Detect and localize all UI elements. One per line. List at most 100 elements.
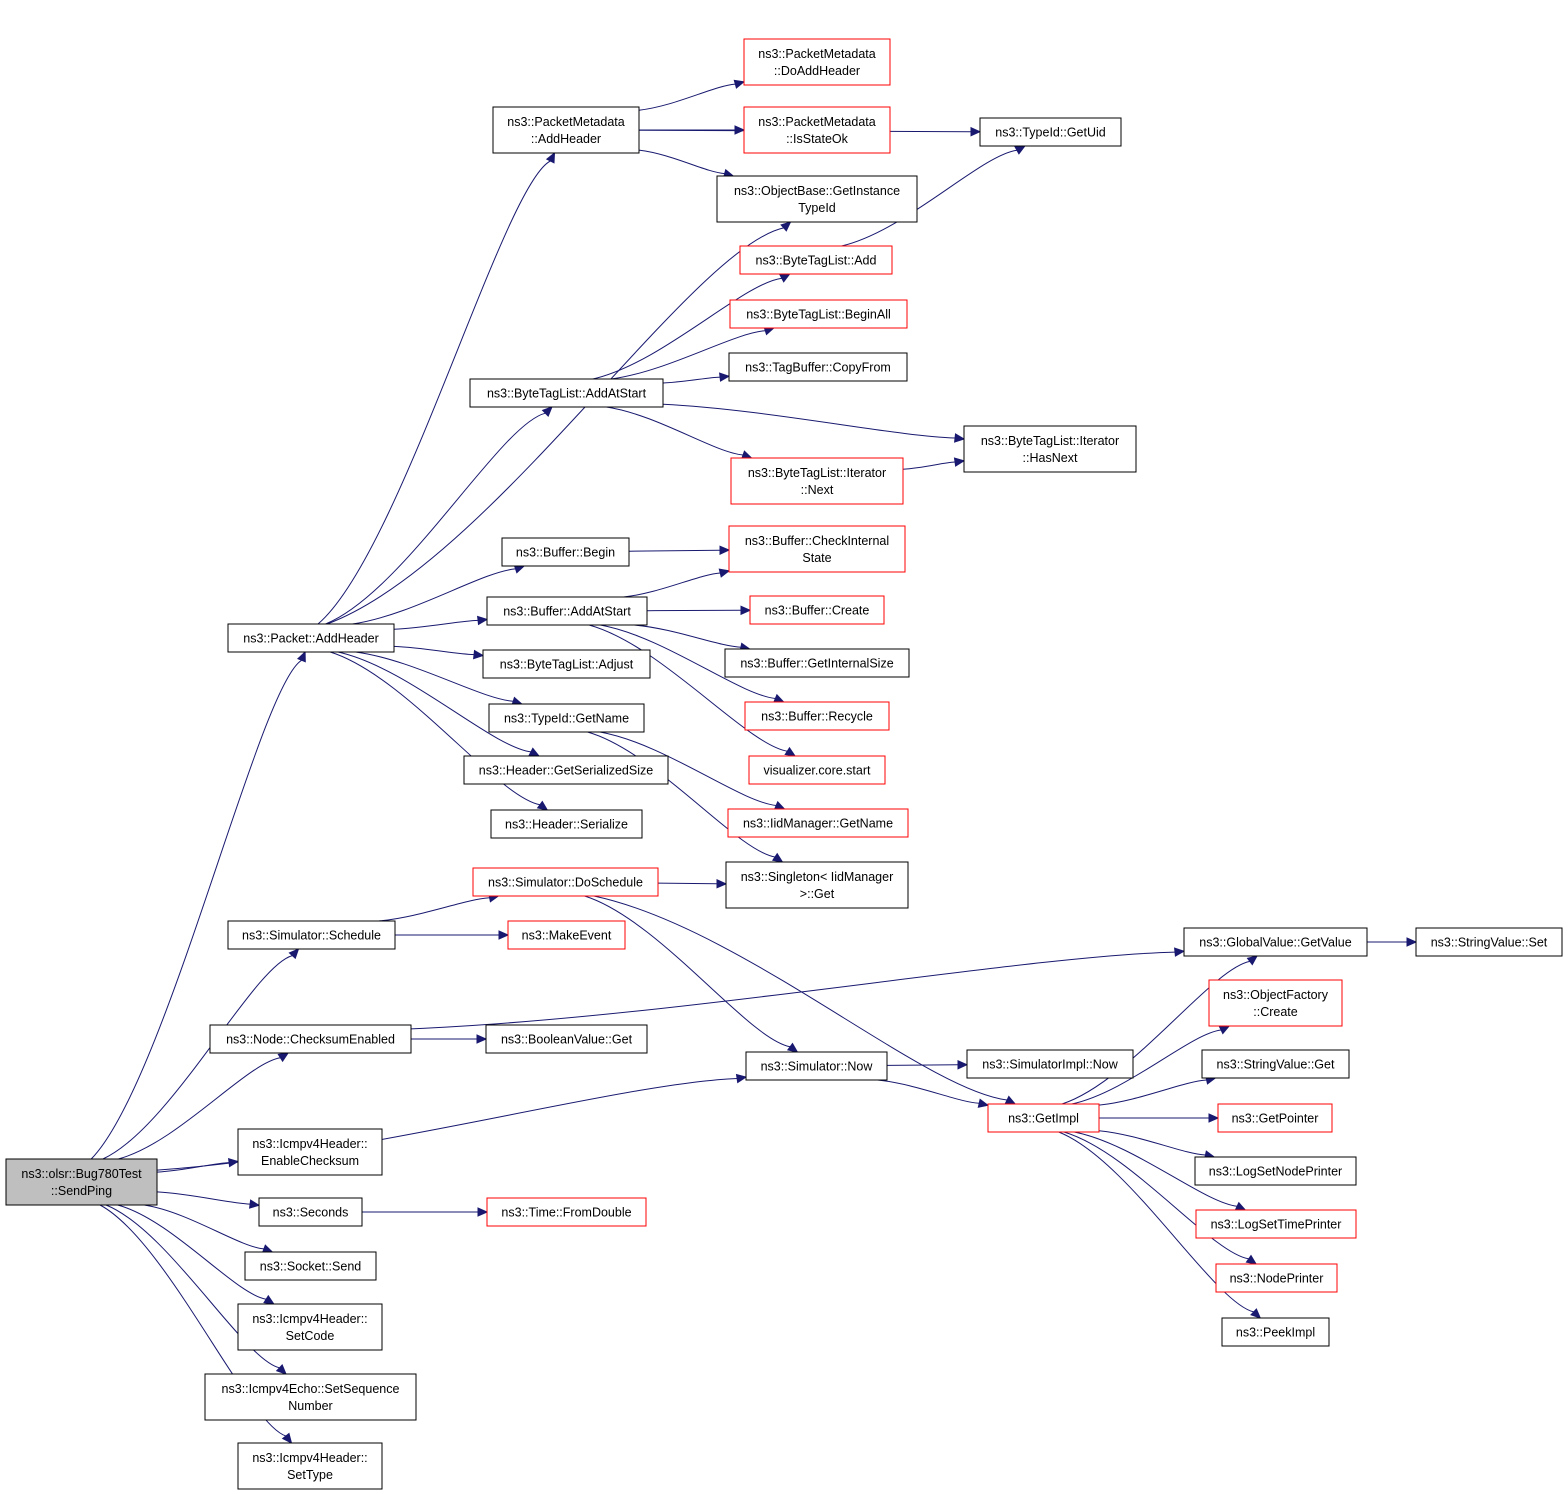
node-sv_get[interactable]: ns3::StringValue::Get [1201, 1049, 1350, 1079]
node-icmp_enablechecksum[interactable]: ns3::Icmpv4Header::EnableChecksum [237, 1128, 383, 1176]
node-socket_send[interactable]: ns3::Socket::Send [244, 1251, 377, 1281]
edge-arrowhead [296, 650, 306, 663]
node-label-line: ns3::IidManager::GetName [743, 817, 893, 831]
edge-pkt_addheader-to-btl_addatstart [325, 406, 553, 625]
edge-arrowhead [281, 1432, 293, 1444]
node-hdr_serialize[interactable]: ns3::Header::Serialize [490, 809, 643, 839]
node-typeid_getname[interactable]: ns3::TypeId::GetName [488, 703, 645, 733]
node-gv_getvalue[interactable]: ns3::GlobalValue::GetValue [1183, 927, 1368, 957]
edge-line [144, 1204, 264, 1250]
edge-getimpl-to-logsetnodeprinter [1098, 1130, 1216, 1160]
edge-line [410, 951, 1176, 1030]
node-sim_now[interactable]: ns3::Simulator::Now [745, 1051, 888, 1081]
node-peekimpl[interactable]: ns3::PeekImpl [1221, 1317, 1330, 1347]
node-pm_isstateok[interactable]: ns3::PacketMetadata::IsStateOk [743, 106, 891, 154]
node-hdr_getsersize[interactable]: ns3::Header::GetSerializedSize [463, 755, 669, 785]
edge-line [326, 227, 784, 625]
edge-buf_addatstart-to-buf_getinternalsize [634, 624, 751, 652]
node-icmp_setcode[interactable]: ns3::Icmpv4Header::SetCode [237, 1303, 383, 1351]
node-box [227, 920, 396, 950]
node-box [748, 755, 886, 785]
edge-line [638, 149, 725, 175]
node-simimpl_now[interactable]: ns3::SimulatorImpl::Now [966, 1049, 1134, 1079]
edge-arrowhead [957, 1060, 969, 1070]
node-buf_getinternalsize[interactable]: ns3::Buffer::GetInternalSize [724, 648, 910, 678]
node-root[interactable]: ns3::olsr::Bug780Test::SendPing [5, 1158, 158, 1206]
node-box [745, 1051, 888, 1081]
node-iidmgr_getname[interactable]: ns3::IidManager::GetName [727, 808, 909, 838]
node-buf_begin[interactable]: ns3::Buffer::Begin [501, 537, 630, 567]
edge-line [325, 412, 546, 625]
node-btl_it_hasnext[interactable]: ns3::ByteTagList::Iterator::HasNext [963, 425, 1137, 473]
node-singleton_get[interactable]: ns3::Singleton< IidManager>::Get [725, 861, 909, 909]
edge-pm_addheader-to-pm_isstateok [639, 125, 746, 135]
node-typeid_getuid[interactable]: ns3::TypeId::GetUid [979, 117, 1122, 147]
node-buf_create[interactable]: ns3::Buffer::Create [749, 595, 885, 625]
node-box [227, 623, 395, 653]
edge-line [118, 1057, 281, 1160]
node-btl_beginall[interactable]: ns3::ByteTagList::BeginAll [729, 299, 908, 329]
edge-line [156, 1191, 251, 1205]
node-tagbuffer_copyfrom[interactable]: ns3::TagBuffer::CopyFrom [728, 352, 908, 382]
node-nodeprinter[interactable]: ns3::NodePrinter [1215, 1263, 1338, 1293]
edge-arrowhead [977, 1098, 990, 1108]
node-btl_add[interactable]: ns3::ByteTagList::Add [739, 245, 893, 275]
edge-line [102, 955, 293, 1160]
node-btl_it_next[interactable]: ns3::ByteTagList::Iterator::Next [730, 457, 904, 505]
node-logsetnodeprinter[interactable]: ns3::LogSetNodePrinter [1194, 1156, 1357, 1186]
node-label-line: ns3::PacketMetadata [507, 115, 624, 129]
node-box [237, 1442, 383, 1490]
edge-line [317, 160, 551, 625]
node-label-line: ns3::PacketMetadata [758, 115, 875, 129]
node-sim_doschedule[interactable]: ns3::Simulator::DoSchedule [472, 867, 659, 897]
node-label-line: ::Next [801, 483, 834, 497]
node-label-line: ::SendPing [51, 1184, 112, 1198]
node-box [486, 596, 648, 626]
node-box [507, 920, 626, 950]
node-seconds[interactable]: ns3::Seconds [258, 1197, 363, 1227]
edge-line [1074, 1131, 1238, 1207]
edge-line [628, 549, 721, 552]
edge-buf_addatstart-to-vis_start [588, 624, 797, 757]
node-sv_set[interactable]: ns3::StringValue::Set [1415, 927, 1563, 957]
edge-sim_now-to-simimpl_now [886, 1060, 969, 1070]
node-getimpl[interactable]: ns3::GetImpl [987, 1103, 1100, 1133]
node-vis_start[interactable]: visualizer.core.start [748, 755, 886, 785]
node-box [1208, 979, 1343, 1027]
node-pm_addheader[interactable]: ns3::PacketMetadata::AddHeader [492, 106, 640, 154]
edge-pkt_addheader-to-pm_addheader [317, 151, 556, 625]
node-label-line: ns3::Icmpv4Header:: [252, 1312, 367, 1326]
node-btl_addatstart[interactable]: ns3::ByteTagList::AddAtStart [469, 378, 664, 408]
edge-line [99, 1204, 287, 1437]
node-btl_adjust[interactable]: ns3::ByteTagList::Adjust [482, 649, 651, 679]
node-of_create[interactable]: ns3::ObjectFactory::Create [1208, 979, 1343, 1027]
edge-sim_doschedule-to-singleton_get [657, 879, 728, 889]
node-box [749, 595, 885, 625]
node-pkt_addheader[interactable]: ns3::Packet::AddHeader [227, 623, 395, 653]
node-bv_get[interactable]: ns3::BooleanValue::Get [485, 1024, 648, 1054]
node-label-line: ns3::Packet::AddHeader [243, 632, 379, 646]
edge-line [1061, 960, 1250, 1105]
node-time_fromdouble[interactable]: ns3::Time::FromDouble [486, 1197, 647, 1227]
node-box [744, 701, 890, 731]
node-getpointer[interactable]: ns3::GetPointer [1217, 1103, 1333, 1133]
node-makeevent[interactable]: ns3::MakeEvent [507, 920, 626, 950]
node-label-line: ns3::Singleton< IidManager [741, 870, 894, 884]
node-label-line: ns3::Header::GetSerializedSize [479, 764, 653, 778]
node-logsettimeprinter[interactable]: ns3::LogSetTimePrinter [1195, 1209, 1357, 1239]
node-buf_recycle[interactable]: ns3::Buffer::Recycle [744, 701, 890, 731]
node-icmp_settype[interactable]: ns3::Icmpv4Header::SetType [237, 1442, 383, 1490]
node-label-line: ns3::ByteTagList::AddAtStart [487, 387, 647, 401]
node-buf_addatstart[interactable]: ns3::Buffer::AddAtStart [486, 596, 648, 626]
edge-line [662, 376, 721, 384]
node-label-line: ns3::Buffer::CheckInternal [745, 534, 889, 548]
node-pm_doaddheader[interactable]: ns3::PacketMetadata::DoAddHeader [743, 38, 891, 86]
node-sim_schedule[interactable]: ns3::Simulator::Schedule [227, 920, 396, 950]
node-node_checksum[interactable]: ns3::Node::ChecksumEnabled [209, 1024, 412, 1054]
edge-root-to-seconds [156, 1191, 261, 1209]
edge-arrowhead [1208, 1113, 1220, 1123]
